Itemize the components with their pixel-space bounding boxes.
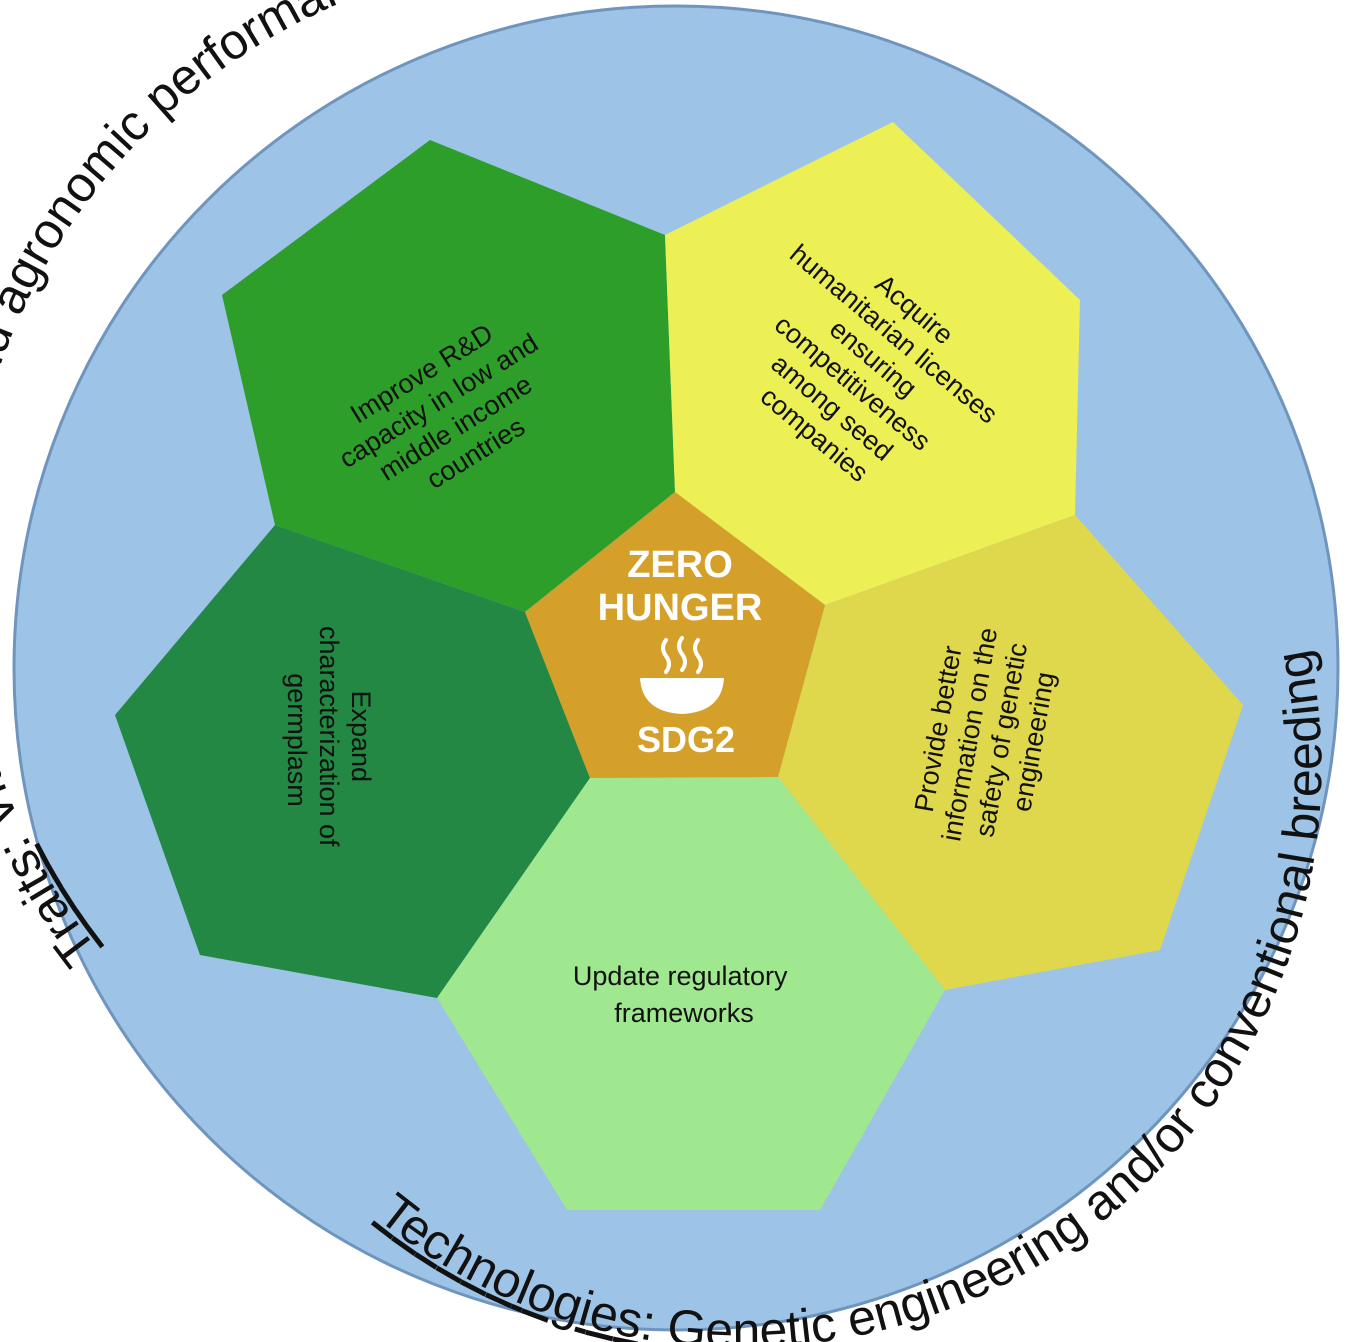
panel-regulatory-line-1: Update regulatory [573, 961, 788, 991]
panel-rd [222, 140, 675, 612]
panel-germplasm-line-3: germplasm [282, 673, 312, 807]
center-title-hunger: HUNGER [598, 587, 763, 629]
center-title-zero: ZERO [627, 544, 733, 586]
panel-regulatory-text: Update regulatory frameworks [573, 961, 795, 1028]
panel-germplasm-line-1: Expand [346, 690, 376, 782]
panel-licenses [665, 122, 1080, 605]
center-subtitle-sdg2: SDG2 [637, 719, 735, 760]
soup-bowl-icon [661, 636, 703, 674]
panel-germplasm [115, 525, 590, 998]
soup-bowl-body [640, 678, 724, 714]
panel-germplasm-line-2: characterization of [314, 626, 344, 847]
center-pentagon [525, 492, 825, 778]
panel-regulatory [437, 777, 945, 1210]
panel-safety [778, 515, 1243, 990]
panel-germplasm-text: Expand characterization of germplasm [282, 626, 376, 854]
panel-regulatory-line-2: frameworks [614, 998, 754, 1028]
